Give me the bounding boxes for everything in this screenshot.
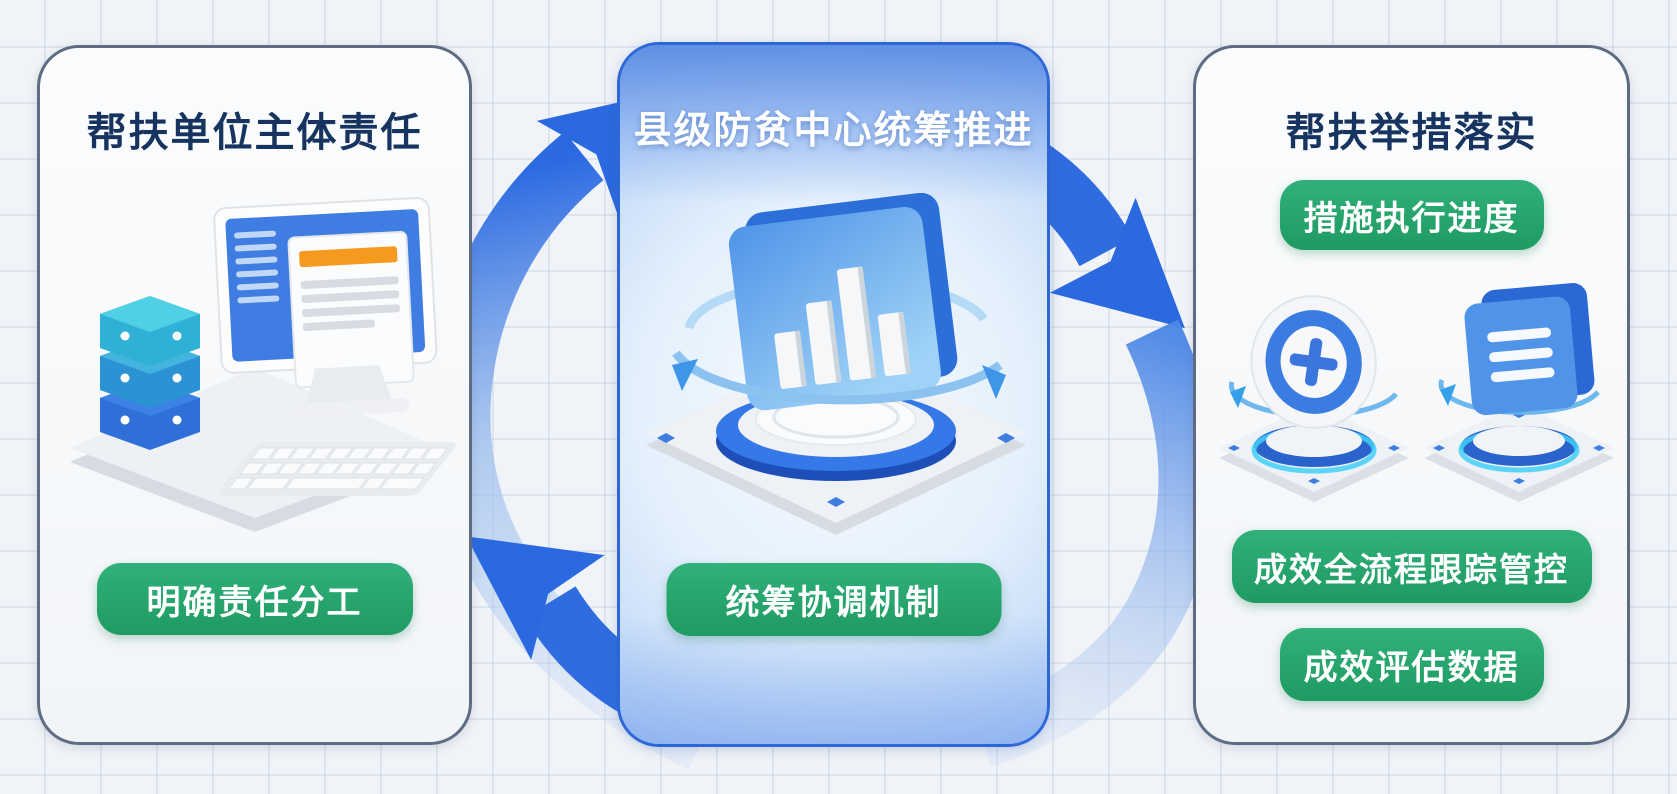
cycle-arrowhead-right [1049, 197, 1185, 329]
orbit-arrowhead [1440, 384, 1456, 406]
right-panel-badge-progress: 措施执行进度 [1279, 180, 1544, 250]
panel-assistance-unit-responsibility: 帮扶单位主体责任 [37, 45, 472, 745]
plus-medallion-icon [1250, 295, 1377, 429]
document-cube-icon [1464, 283, 1595, 416]
pedestal-icon [716, 391, 956, 481]
plus-medallion-scene [1219, 295, 1409, 502]
orbit-arrowhead [1230, 386, 1246, 408]
orbit-arrows-icon [672, 350, 1006, 405]
right-panel-title: 帮扶举措落实 [1285, 111, 1538, 155]
chart-bars [774, 266, 911, 389]
document-cube-scene [1424, 283, 1614, 502]
cycle-arc-right [972, 319, 1217, 768]
bar-chart-icon [728, 193, 958, 411]
document-header-bar [299, 246, 398, 268]
screen-sidebar-lines [234, 230, 280, 304]
left-panel-title: 帮扶单位主体责任 [86, 111, 423, 155]
plus-icon [1289, 338, 1338, 386]
document-window-icon [287, 230, 415, 389]
measures-illustration [1219, 283, 1614, 502]
server-stack-icon [100, 296, 200, 450]
panel-assistance-measures-implementation: 帮扶举措落实 措施执行进度 [1193, 45, 1630, 745]
pedestal-icon [1251, 425, 1377, 474]
bar-chart-pedestal-illustration [646, 193, 1026, 535]
middle-panel-badge: 统筹协调机制 [666, 563, 1001, 636]
right-panel-badge-evaluation: 成效评估数据 [1279, 628, 1544, 701]
cycle-arrowhead-bottom-left [466, 536, 605, 660]
left-panel-badge: 明确责任分工 [96, 563, 413, 635]
panel-county-center-coordination: 县级防贫中心统筹推进 [617, 42, 1050, 747]
pedestal-icon [1458, 426, 1580, 473]
list-lines [1487, 327, 1555, 383]
keyboard-icon [218, 442, 456, 496]
monitor-stand [305, 365, 393, 408]
right-panel-badge-tracking: 成效全流程跟踪管控 [1231, 530, 1592, 603]
workstation-illustration [70, 197, 456, 532]
monitor-icon [213, 197, 438, 418]
middle-panel-title: 县级防贫中心统筹推进 [633, 110, 1034, 152]
